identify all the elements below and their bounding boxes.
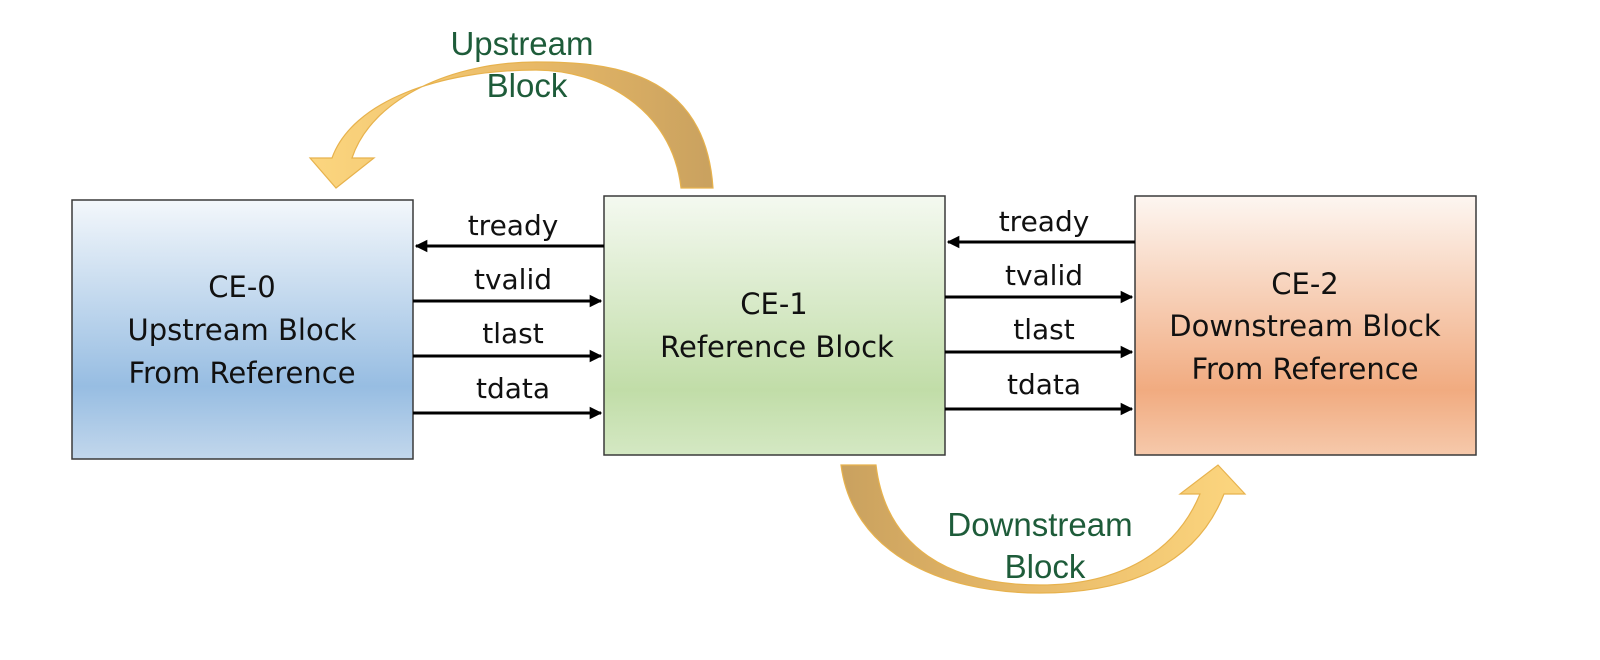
upstream-curved-arrow xyxy=(308,61,714,189)
downstream-curve-label-line2: Block xyxy=(1005,548,1086,585)
left-signal-tlast: tlast xyxy=(482,317,544,350)
left-signal-tdata: tdata xyxy=(476,372,550,405)
ce0-label-id: CE-0 xyxy=(208,270,276,304)
ce2-label-line3: From Reference xyxy=(1191,352,1418,386)
ce2-label-id: CE-2 xyxy=(1271,267,1339,301)
ce1-label-line2: Reference Block xyxy=(660,330,894,364)
downstream-curve-label-line1: Downstream xyxy=(947,506,1132,543)
ce0-label-line2: Upstream Block xyxy=(128,313,357,347)
left-signal-tvalid: tvalid xyxy=(474,263,552,296)
upstream-curve-label-line2: Block xyxy=(487,67,568,104)
right-signal-tready: tready xyxy=(999,205,1090,238)
ce2-downstream-block xyxy=(1134,195,1477,456)
left-signal-tready: tready xyxy=(468,209,559,242)
ce1-label-id: CE-1 xyxy=(740,287,808,321)
right-signal-tdata: tdata xyxy=(1007,368,1081,401)
upstream-curve-label-line1: Upstream xyxy=(450,25,593,62)
downstream-curved-arrow xyxy=(840,464,1247,594)
ce0-upstream-block xyxy=(71,199,414,460)
ce0-label-line3: From Reference xyxy=(128,356,355,390)
right-signal-tlast: tlast xyxy=(1013,313,1075,346)
ce1-reference-block xyxy=(603,195,946,456)
ce2-label-line2: Downstream Block xyxy=(1169,309,1441,343)
right-signal-tvalid: tvalid xyxy=(1005,259,1083,292)
